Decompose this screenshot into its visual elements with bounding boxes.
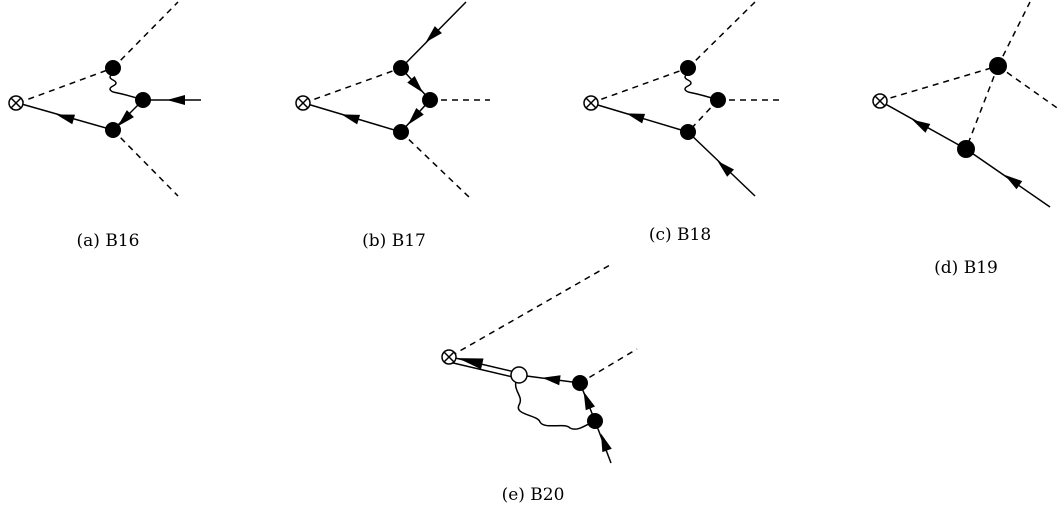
- operator-insertion-icon: [872, 93, 888, 109]
- scalar-line: [687, 1, 756, 69]
- panel-c-arrows: [624, 108, 734, 177]
- vertex-dot: [393, 124, 409, 140]
- operator-insertion-icon: [583, 95, 599, 111]
- vertex-dot: [393, 60, 409, 76]
- double-line: [448, 361, 518, 379]
- panel-a-vertices: [8, 60, 151, 138]
- scalar-line: [400, 131, 471, 199]
- operator-insertion-icon: [441, 349, 457, 365]
- arrow-icon: [909, 115, 931, 133]
- vertex-dot: [680, 60, 696, 76]
- scalar-line: [590, 67, 689, 104]
- scalar-line: [579, 348, 638, 384]
- arrow-icon: [578, 389, 596, 411]
- scalar-line: [997, 1, 1031, 67]
- panel-b-arrows: [339, 26, 442, 129]
- vertex-dot: [710, 92, 726, 108]
- vertex-dot: [587, 413, 603, 429]
- scalar-line: [450, 264, 611, 357]
- vertex-dot: [989, 57, 1007, 75]
- scalar-line: [965, 65, 999, 150]
- caption-c: (c) B18: [649, 225, 711, 245]
- scalar-line: [112, 129, 179, 197]
- arrow-icon: [596, 431, 612, 453]
- panel-b-diagram: [303, 1, 490, 199]
- vertex-dot: [422, 92, 438, 108]
- panel-e-vertices: [441, 349, 603, 429]
- vertex-dot: [105, 60, 121, 76]
- arrow-icon: [54, 109, 76, 125]
- arrow-icon: [339, 109, 361, 125]
- vertex-dot: [680, 124, 696, 140]
- scalar-line: [303, 67, 402, 104]
- arrow-icon: [167, 95, 185, 105]
- vertex-dot: [105, 122, 121, 138]
- open-vertex-dot: [510, 366, 528, 384]
- photon-line: [514, 374, 596, 430]
- scalar-line: [879, 65, 999, 102]
- scalar-line: [997, 65, 1060, 111]
- caption-b: (b) B17: [362, 231, 426, 251]
- arrow-icon: [624, 108, 646, 124]
- panel-d-vertices: [872, 57, 1007, 158]
- vertex-dot: [957, 140, 975, 158]
- panel-b-vertices: [295, 60, 438, 140]
- caption-d: (d) B19: [934, 258, 998, 278]
- scalar-line: [17, 67, 114, 104]
- caption-e: (e) B20: [502, 485, 565, 505]
- panel-c-diagram: [590, 1, 780, 197]
- scalar-line: [112, 1, 179, 69]
- vertex-dot: [135, 92, 151, 108]
- operator-insertion-icon: [295, 95, 311, 111]
- panel-d-diagram: [879, 1, 1060, 208]
- caption-a: (a) B16: [77, 231, 140, 251]
- vertex-dot: [572, 375, 588, 391]
- panel-e-arrows: [456, 352, 612, 453]
- panel-c-vertices: [583, 60, 726, 140]
- operator-insertion-icon: [8, 95, 24, 111]
